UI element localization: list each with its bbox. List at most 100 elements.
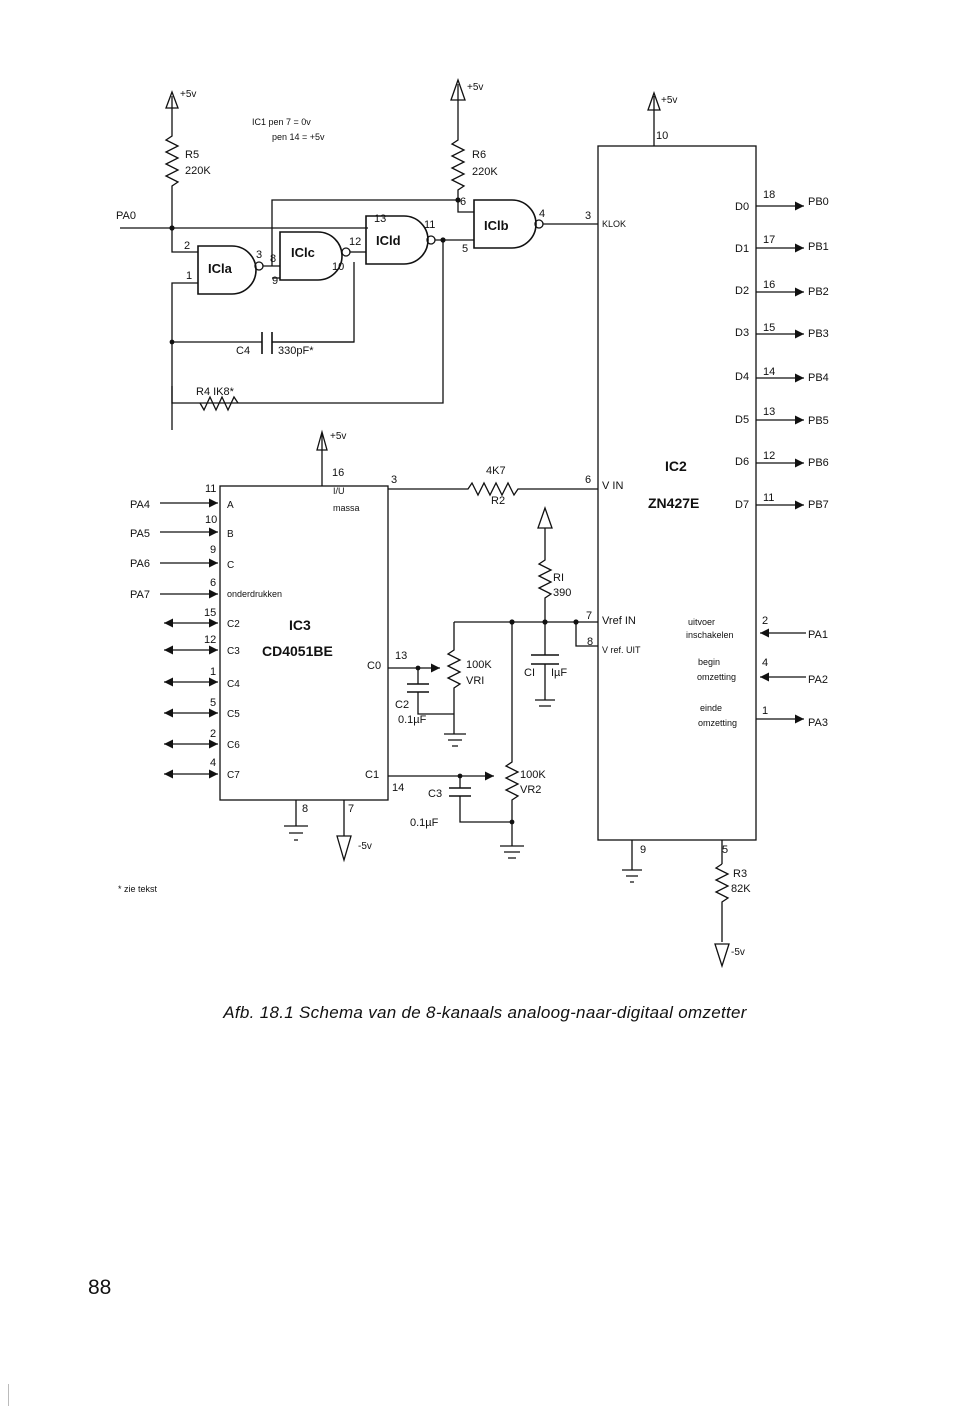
resistor-r1: RI 390 — [537, 550, 571, 622]
pb4-label: PB4 — [808, 372, 829, 384]
pa6-label: PA6 — [130, 558, 150, 570]
pa2-label: PA2 — [808, 674, 828, 686]
pin-label: 12 — [763, 450, 775, 462]
r5-value: 220K — [185, 165, 211, 177]
ic2-output-d3: D3 15 PB3 — [735, 322, 829, 340]
nand-gate-icla: ICla — [197, 245, 264, 295]
c4-label: C4 — [236, 345, 250, 357]
ic3-cd4051be: 16 I/U massa IC3 CD4051BE C0 C1 3 — [219, 454, 397, 801]
ic3-input-pa4: PA4 11 A — [130, 483, 234, 511]
supply-plus-ic3: +5v — [316, 429, 346, 454]
vref-uit-label: V ref. UIT — [602, 645, 641, 655]
wire-c-feedback — [272, 262, 355, 343]
pin-label: 4 — [539, 208, 545, 220]
ic3-input-label: onderdrukken — [227, 589, 282, 599]
ic3-input-label: B — [227, 529, 234, 540]
supply-plus-label: +5v — [330, 431, 346, 442]
pb0-label: PB0 — [808, 196, 829, 208]
pin-label: 6 — [585, 474, 591, 486]
supply-minus-r3: -5v — [714, 943, 745, 969]
pin-label: 2 — [762, 615, 768, 627]
pb1-label: PB1 — [808, 241, 829, 253]
potentiometer-vr2: 100K VR2 — [500, 622, 546, 859]
pin-label: 5 — [210, 697, 216, 709]
ic3-channel-label: C6 — [227, 740, 240, 751]
pa4-label: PA4 — [130, 499, 150, 511]
wire-vref-uit — [575, 622, 598, 647]
supply-plus-ic2: +5v — [647, 91, 677, 118]
pin-label: 12 — [349, 236, 361, 248]
supply-minus-label: -5v — [731, 947, 745, 958]
ic2-output-d0: D0 18 PB0 — [735, 189, 829, 213]
ic2-name: IC2 — [665, 458, 687, 474]
control-text: omzetting — [697, 672, 736, 682]
ic3-channel-c2: 15 C2 — [164, 607, 240, 630]
power-note-line1: IC1 pen 7 = 0v — [252, 117, 311, 127]
r1-label: RI — [553, 572, 564, 584]
pin-label: 11 — [763, 492, 774, 504]
ic2-output-d2: D2 16 PB2 — [735, 279, 829, 298]
pin-label: 5 — [462, 243, 468, 255]
wire-a-in2 — [171, 282, 198, 430]
ic3-input-pa7: PA7 6 onderdrukken — [130, 577, 282, 601]
control-text: inschakelen — [686, 630, 734, 640]
ic3-channel-label: C4 — [227, 679, 240, 690]
pin-label: 6 — [210, 577, 216, 589]
control-text: uitvoer — [688, 617, 715, 627]
r3-value: 82K — [731, 883, 751, 895]
pa3-label: PA3 — [808, 717, 828, 729]
d3-label: D3 — [735, 327, 749, 339]
capacitor-c4: C4 330pF* — [169, 332, 354, 357]
nand-gate-iclc: IClc — [279, 231, 351, 281]
reference-supply — [537, 506, 553, 550]
ic3-channel-c4: 1 C4 — [164, 666, 240, 690]
pin-label: 10 — [332, 261, 344, 273]
ic2-output-d7: D7 11 PB7 — [735, 492, 829, 511]
ic3-channel-c5: 5 C5 — [164, 697, 240, 720]
pin-label: 6 — [460, 196, 466, 208]
pin-label: 9 — [640, 844, 646, 856]
ic3-vu-label: I/U — [333, 486, 345, 496]
pb7-label: PB7 — [808, 499, 829, 511]
r2-label: R2 — [491, 495, 505, 507]
pb2-label: PB2 — [808, 286, 829, 298]
pin-label: 18 — [763, 189, 775, 201]
c2-label: C2 — [395, 699, 409, 711]
r4-label: R4 IK8* — [196, 386, 235, 398]
pin-label: 14 — [392, 782, 404, 794]
pin-label: 15 — [204, 607, 216, 619]
ic3-input-label: C — [227, 560, 234, 571]
d6-label: D6 — [735, 456, 749, 468]
r3-label: R3 — [733, 868, 747, 880]
capacitor-c3: C3 0.1µF — [410, 776, 515, 829]
r1-value: 390 — [553, 587, 571, 599]
pin-label: 4 — [210, 757, 216, 769]
ic3-massa-label: massa — [333, 503, 360, 513]
d1-label: D1 — [735, 243, 749, 255]
ic3-channel-c7: 4 C7 — [164, 757, 240, 781]
ic2-output-d1: D1 17 PB1 — [735, 234, 829, 255]
pin-label: 8 — [587, 636, 593, 648]
ic3-channel-label: C3 — [227, 646, 240, 657]
pin-label: 3 — [585, 210, 591, 222]
pin-label: 16 — [763, 279, 775, 291]
pa7-label: PA7 — [130, 589, 150, 601]
pin-label: 3 — [256, 249, 262, 261]
capacitor-c2: C2 0.1µF — [395, 668, 454, 726]
ic3-input-pa6: PA6 9 C — [130, 544, 234, 571]
pin-label: 7 — [586, 610, 592, 622]
vr2-label: VR2 — [520, 784, 541, 796]
d2-label: D2 — [735, 285, 749, 297]
pin-label: 1 — [210, 666, 216, 678]
vin-label: V IN — [602, 480, 623, 492]
r5-label: R5 — [185, 149, 199, 161]
supply-plus-label: +5v — [180, 89, 196, 100]
gate-icld-label: ICld — [376, 233, 401, 248]
r2-value: 4K7 — [486, 465, 506, 477]
capacitor-c1: CI IµF — [524, 622, 567, 707]
ic2-zn427e: 10 IC2 ZN427E 3 KLOK 6 V IN 7 Vref IN 8 … — [585, 118, 757, 870]
ic3-input-label: A — [227, 500, 234, 511]
pin-label: 4 — [762, 657, 768, 669]
ic2-output-d6: D6 12 PB6 — [735, 450, 829, 469]
vr1-value: 100K — [466, 659, 492, 671]
